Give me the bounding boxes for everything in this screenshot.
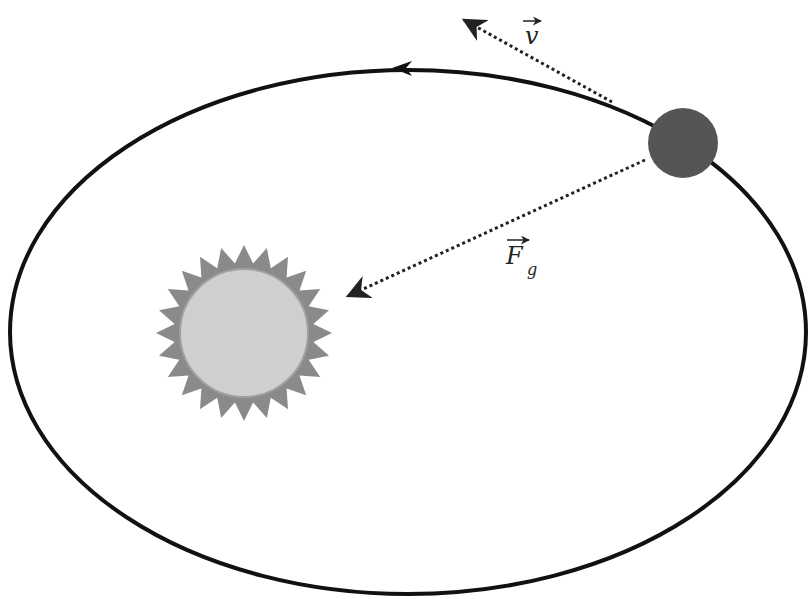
- force-subscript: g: [527, 262, 537, 278]
- sun: [156, 245, 332, 421]
- vector-arrow-mark: [523, 20, 541, 22]
- velocity-arrow: [464, 20, 612, 102]
- velocity-symbol: v: [525, 24, 539, 48]
- force-symbol: F: [506, 244, 523, 268]
- orbit-direction-arrow: [392, 61, 412, 76]
- sun-rays: [156, 245, 332, 421]
- planet: [648, 108, 718, 178]
- sun-disc: [180, 269, 308, 397]
- vector-arrow-mark: [507, 239, 529, 241]
- orbit-path: [10, 70, 806, 594]
- gravity-force-arrow: [348, 160, 645, 296]
